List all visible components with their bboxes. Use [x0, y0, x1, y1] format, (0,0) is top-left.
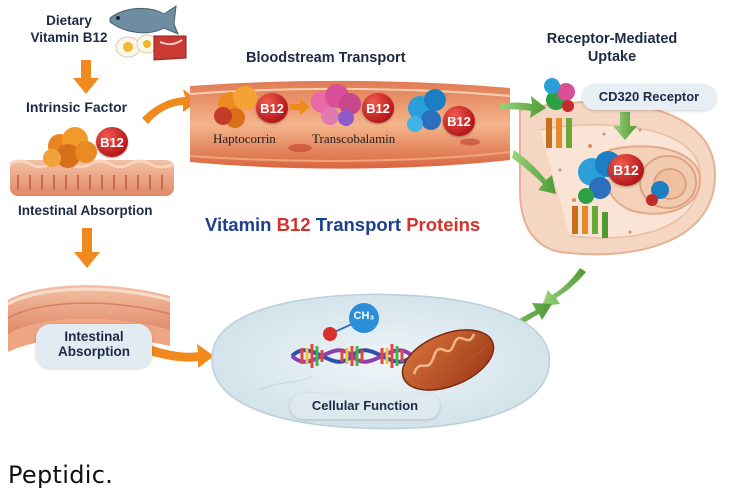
bloodstream-transport-label: Bloodstream Transport — [246, 50, 406, 66]
receptor-uptake-label: Receptor-Mediated Uptake — [522, 30, 702, 66]
brand-logo-text: Peptidic. — [8, 461, 114, 489]
title-part-vitamin: Vitamin — [205, 214, 277, 235]
cd320-receptor-label: CD320 Receptor — [598, 89, 700, 104]
dietary-label: Dietary Vitamin B12 — [18, 12, 120, 46]
methyl-red-atom — [323, 327, 337, 341]
transcobalamin-protein — [311, 84, 361, 126]
b12-badge-cell: B12 — [608, 154, 644, 186]
arrow-absorption-to-cell — [146, 344, 214, 368]
title-part-transport: Transport — [310, 214, 407, 235]
intestinal-absorption-top-label: Intestinal Absorption — [18, 203, 153, 218]
cellular-function-pill: Cellular Function — [290, 393, 440, 419]
b12-badge-blue-complex: B12 — [443, 106, 475, 136]
intestinal-absorption-pill: Intestinal Absorption — [36, 324, 152, 368]
receptor-uptake-line1: Receptor-Mediated — [546, 31, 678, 47]
arrow-bloodstream-to-cell — [512, 150, 556, 194]
food-group — [109, 4, 187, 61]
dietary-label-line1: Dietary — [46, 13, 92, 28]
intestinal-absorption-line1: Intestinal — [64, 329, 124, 344]
b12-badge-haptocorrin: B12 — [256, 93, 288, 123]
intrinsic-factor-label: Intrinsic Factor — [26, 99, 128, 115]
transcobalamin-blue-complex — [407, 89, 446, 132]
arrow-cd320-down — [613, 112, 637, 140]
haptocorrin-protein — [214, 86, 257, 128]
methyl-label: CH₃ — [353, 310, 375, 322]
transcobalamin-label: Transcobalamin — [312, 131, 396, 146]
cd320-receptor-pill: CD320 Receptor — [582, 84, 716, 110]
mitochondrion — [401, 329, 495, 391]
dietary-label-line2: Vitamin B12 — [30, 30, 108, 45]
b12-badge-transcobalamin: B12 — [362, 93, 394, 123]
main-title: Vitamin B12 Transport Proteins — [205, 214, 480, 236]
arrow-haptocorrin-to-transcobalamin — [290, 99, 310, 115]
arrow-intrinsic-to-bloodstream — [142, 89, 199, 124]
title-part-proteins: Proteins — [406, 214, 481, 235]
intrinsic-factor-protein — [43, 127, 97, 168]
intestinal-absorption-line2: Absorption — [58, 344, 130, 359]
methyl-group-ball — [349, 303, 379, 333]
cd320-receptor-bottom — [572, 206, 608, 238]
receptor-uptake-line2: Uptake — [587, 49, 637, 65]
arrow-dietary-to-intrinsic — [73, 60, 99, 94]
haptocorrin-label: Haptocorrin — [213, 131, 276, 146]
cellular-function-label: Cellular Function — [311, 398, 419, 413]
title-part-b12: B12 — [276, 214, 311, 235]
arrow-absorption-down — [74, 228, 100, 268]
b12-badge-intrinsic: B12 — [96, 127, 128, 157]
intestinal-tissue-top — [9, 159, 175, 196]
fish-icon — [109, 4, 179, 35]
arrow-cell-down — [542, 268, 586, 306]
arrow-bloodstream-to-receptor — [500, 96, 546, 118]
cd320-receptor-top — [544, 78, 575, 148]
